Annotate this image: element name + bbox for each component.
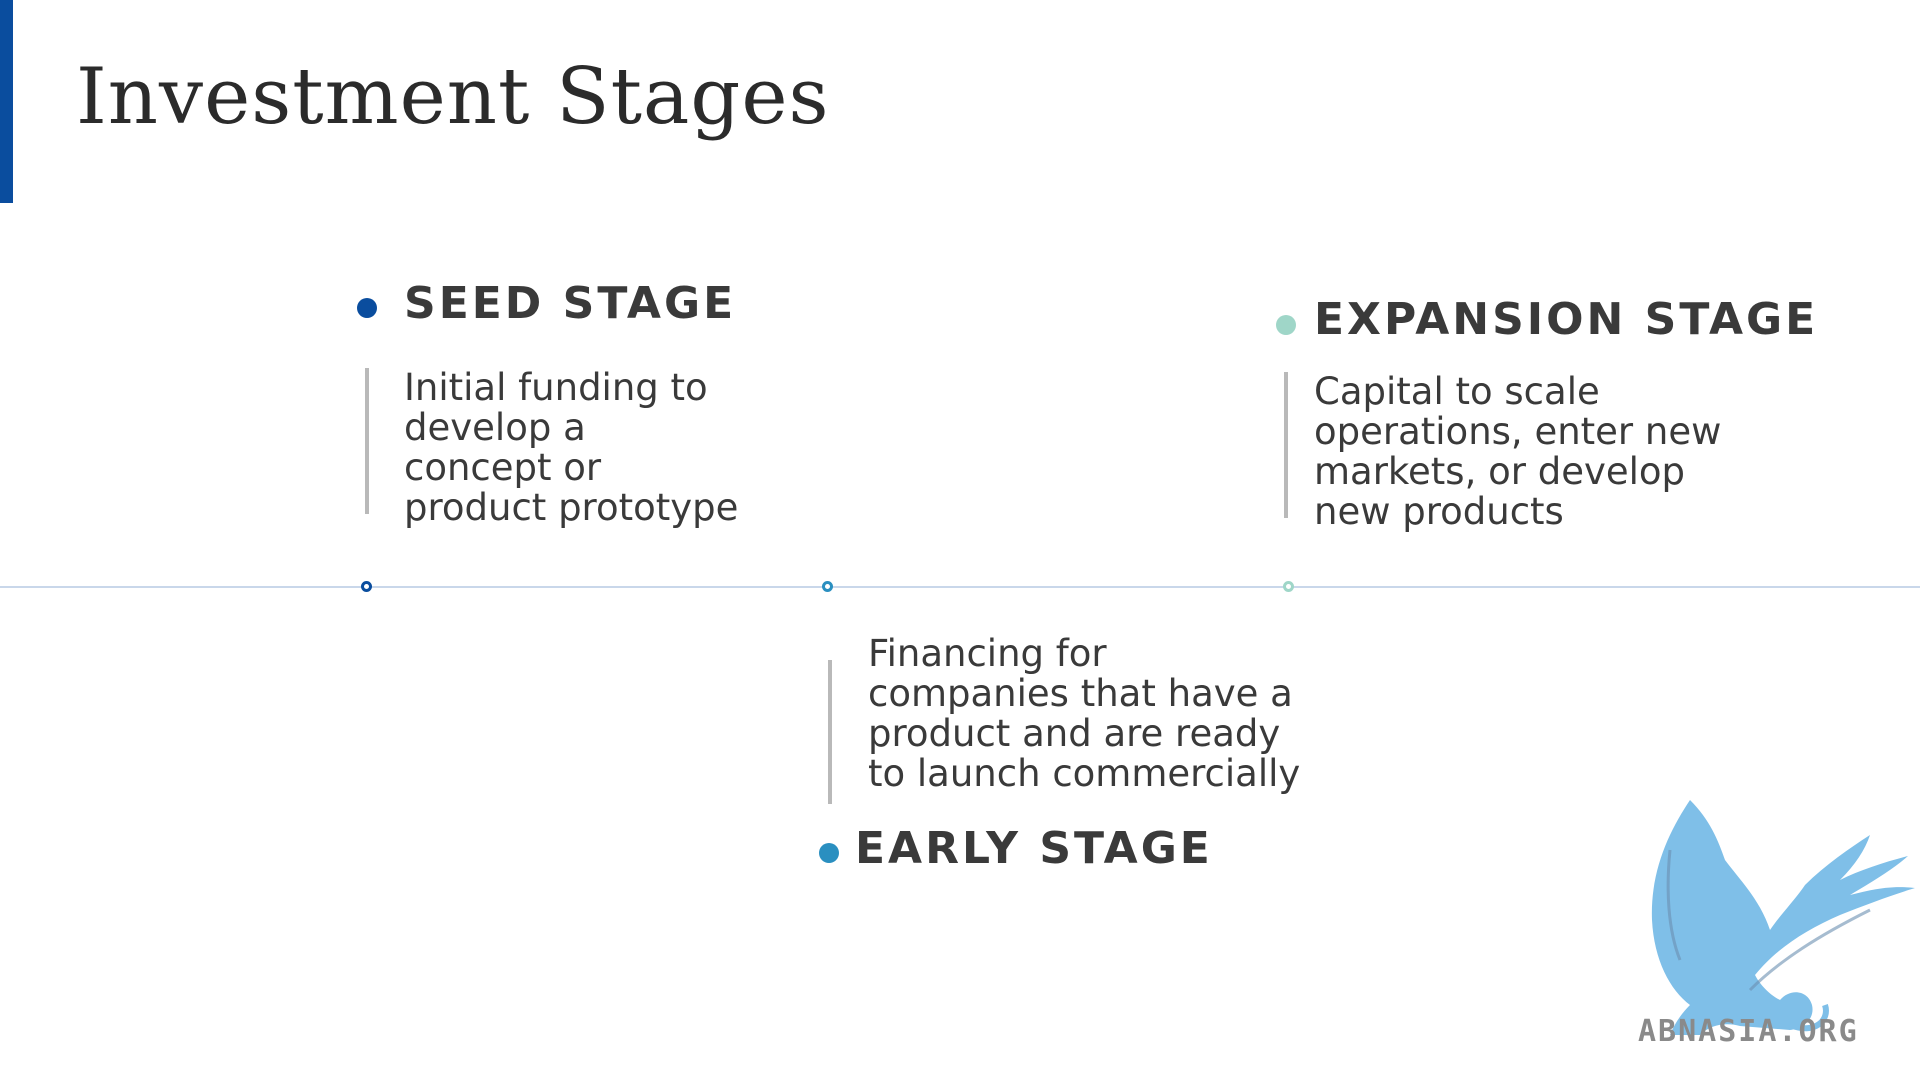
page-title: Investment Stages [76,52,830,142]
expansion-stage-dot [1276,315,1296,335]
early-stage-title: EARLY STAGE [855,823,1213,874]
seed-stage-rule [365,368,369,514]
expansion-stage-description: Capital to scale operations, enter new m… [1314,370,1722,533]
expansion-stage-title: EXPANSION STAGE [1314,294,1819,345]
expansion-stage-rule [1284,372,1288,518]
early-stage-rule [828,660,832,804]
title-accent-bar [0,0,13,203]
griffin-icon [1651,800,1915,1035]
logo-text: ABNASIA.ORG [1638,1014,1859,1049]
timeline-node-seed [361,581,372,592]
timeline-line [0,586,1920,588]
seed-stage-description: Initial funding to develop a concept or … [404,366,739,529]
timeline-node-expansion [1283,581,1294,592]
timeline-node-early [822,581,833,592]
early-stage-dot [819,843,839,863]
seed-stage-dot [357,298,377,318]
early-stage-description: Financing for companies that have a prod… [868,632,1301,795]
seed-stage-title: SEED STAGE [404,278,737,329]
